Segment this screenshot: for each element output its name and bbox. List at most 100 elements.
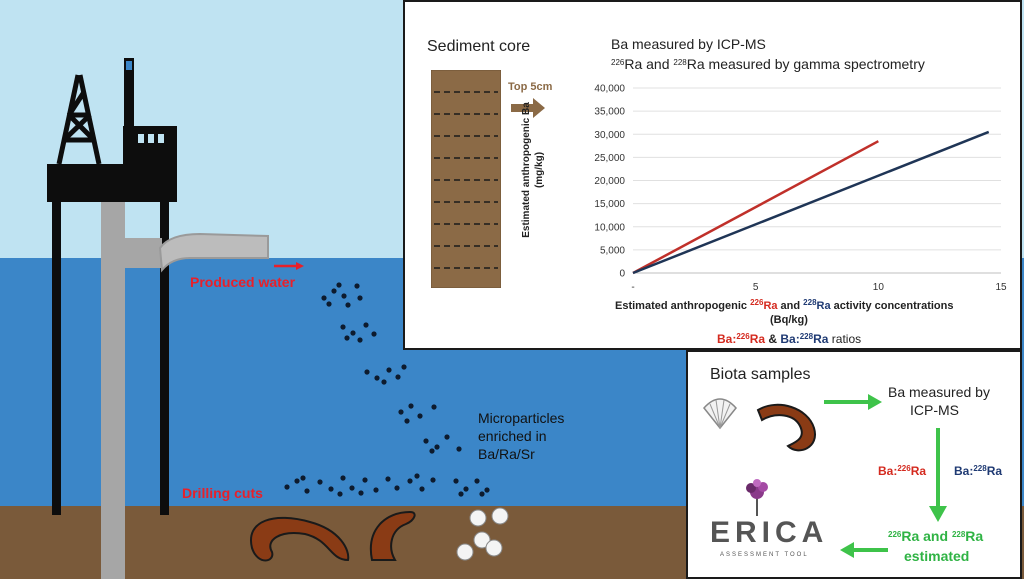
x-tick-label: 10 xyxy=(873,282,885,293)
x-axis-label-e: activity concentrations xyxy=(830,300,954,312)
biota-ratio-228-a: Ba: xyxy=(954,464,974,478)
series-line-ba-ra226 xyxy=(632,140,879,275)
x-tick-label: - xyxy=(631,282,634,293)
worm-illustration xyxy=(249,510,416,562)
riser-pipe xyxy=(101,200,125,579)
x-axis-label-line2: (Bq/kg) xyxy=(770,314,808,326)
ra-estimated-line2: estimated xyxy=(904,548,970,564)
stack-light xyxy=(126,61,132,70)
biota-ratio-226-b: Ra xyxy=(910,464,927,478)
biota-ratio-228-b: Ra xyxy=(986,464,1003,478)
ba-icpms-line2: ICP-MS xyxy=(910,402,959,418)
ratios-caption: Ba:226Ra & Ba:228Ra ratios xyxy=(717,332,861,346)
x-tick-label: 5 xyxy=(753,282,759,293)
ratio-ba228-a: Ba: xyxy=(780,332,800,346)
sediment-chart-panel: Sediment core Top 5cm Ba measured by ICP… xyxy=(403,0,1022,350)
platform-building xyxy=(123,126,177,170)
y-tick-label: 30,000 xyxy=(594,130,625,141)
sediment-core-illustration xyxy=(431,70,501,288)
erica-logo-subtext: ASSESSMENT TOOL xyxy=(720,552,809,558)
y-axis-label-line2: (mg/kg) xyxy=(534,151,545,189)
ratio-amp: & xyxy=(765,332,781,346)
ba-icpms-line1: Ba measured by xyxy=(888,384,990,400)
ratio-ba228-sup: 228 xyxy=(799,332,814,341)
y-tick-label: 15,000 xyxy=(594,199,625,210)
window xyxy=(158,134,164,143)
biota-title: Biota samples xyxy=(710,366,811,383)
platform-leg-right xyxy=(160,195,169,515)
top-5cm-arrow xyxy=(511,98,545,118)
erica-logo-flower-icon xyxy=(746,479,768,516)
chart-gridlines xyxy=(633,87,1001,274)
platform-deck xyxy=(47,164,177,202)
y-tick-label: 40,000 xyxy=(594,84,625,95)
ratio-ba226-sup: 226 xyxy=(736,332,750,341)
shells-illustration xyxy=(456,507,509,561)
est-sup-228: 228 xyxy=(951,530,966,539)
microparticles-label-line3: Ba/Ra/Sr xyxy=(478,446,535,462)
biota-ratio-228-sup: 228 xyxy=(973,464,987,473)
series-line-ba-ra228 xyxy=(632,130,990,275)
exhaust-stack xyxy=(124,58,134,128)
biota-ratio-228: Ba:228Ra xyxy=(954,464,1002,478)
y-axis-label: Estimated anthropogenic Ba (mg/kg) xyxy=(520,102,546,238)
ra228-superscript: 228 xyxy=(673,58,687,67)
est-text-a: Ra and xyxy=(901,528,952,544)
y-tick-label: 5,000 xyxy=(600,245,625,256)
window xyxy=(148,134,154,143)
y-tick-label: 35,000 xyxy=(594,107,625,118)
platform-leg-left xyxy=(52,195,61,515)
microparticles xyxy=(284,282,490,497)
chart-header-text-b: Ra measured by gamma spectrometry xyxy=(686,56,925,72)
ra-estimated-line1: 226Ra and 228Ra xyxy=(888,528,983,544)
x-axis-ra228: Ra xyxy=(816,300,831,312)
shell-icon xyxy=(703,398,737,430)
sediment-core-title: Sediment core xyxy=(427,38,531,55)
top-5cm-label: Top 5cm xyxy=(508,81,553,93)
discharge-pipe xyxy=(158,232,269,273)
worm-icon xyxy=(756,403,817,452)
drilling-cuts-label: Drilling cuts xyxy=(182,485,263,501)
erica-logo-text: ERICA xyxy=(710,516,829,549)
x-tick-label: 15 xyxy=(995,282,1007,293)
derrick-tower xyxy=(56,74,102,165)
biota-ratio-226: Ba:226Ra xyxy=(878,464,926,478)
produced-water-label: Produced water xyxy=(190,274,296,290)
y-axis-label-line1: Estimated anthropogenic Ba xyxy=(521,102,532,238)
chart-series xyxy=(632,130,990,275)
oil-platform xyxy=(47,58,269,579)
chart-header-line1: Ba measured by ICP-MS xyxy=(611,36,766,52)
y-tick-label: 25,000 xyxy=(594,153,625,164)
ba-ra-line-chart: 0 5,000 10,000 15,000 20,000 25,000 30,000 35,0… xyxy=(594,84,1007,294)
biota-ratio-226-a: Ba: xyxy=(878,464,898,478)
y-tick-label: 0 xyxy=(619,269,625,280)
ratio-ba226-b: Ra xyxy=(749,332,766,346)
biota-samples-panel: Biota samples Ba measured by ICP-MS Ba:2… xyxy=(686,350,1022,579)
y-tick-label: 10,000 xyxy=(594,222,625,233)
ratio-ba228-b: Ra xyxy=(813,332,829,346)
chart-header-text-a: Ra and xyxy=(624,56,674,72)
arrow-down-to-estimate xyxy=(929,428,947,522)
x-axis-sup-226: 226 xyxy=(750,298,764,307)
x-axis-label-a: Estimated anthropogenic xyxy=(615,300,751,312)
x-axis-label-line1: Estimated anthropogenic 226Ra and 228Ra … xyxy=(615,298,953,312)
x-axis-sup-228: 228 xyxy=(803,298,817,307)
ratio-tail: ratios xyxy=(828,332,862,346)
riser-bracket xyxy=(122,238,162,268)
est-sup-226: 226 xyxy=(888,530,902,539)
produced-water-arrow xyxy=(274,262,304,270)
ra226-superscript: 226 xyxy=(611,58,625,67)
arrow-to-icpms xyxy=(824,394,882,410)
arrow-to-erica xyxy=(840,542,888,558)
y-tick-label: 20,000 xyxy=(594,176,625,187)
biota-ratio-226-sup: 226 xyxy=(897,464,911,473)
x-axis-ra226: Ra xyxy=(763,300,778,312)
microparticles-label-line2: enriched in xyxy=(478,428,547,444)
x-tick-labels: - 5 10 15 xyxy=(631,282,1007,293)
chart-header-line2: 226Ra and 228Ra measured by gamma spectr… xyxy=(611,56,925,72)
ratio-ba226-a: Ba: xyxy=(717,332,737,346)
window xyxy=(138,134,144,143)
y-tick-labels: 0 5,000 10,000 15,000 20,000 25,000 30,000 35,0… xyxy=(594,84,625,280)
microparticles-label-line1: Microparticles xyxy=(478,410,565,426)
x-axis-label-c: and xyxy=(777,300,804,312)
